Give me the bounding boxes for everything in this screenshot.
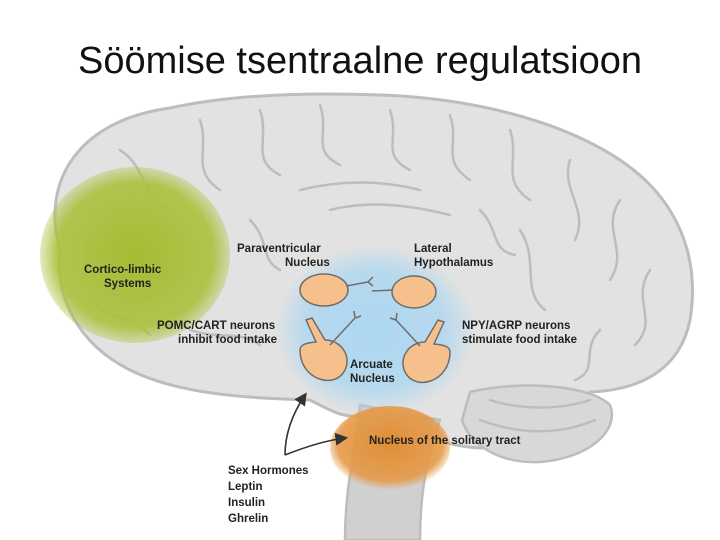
label-solitary-tract: Nucleus of the solitary tract [369, 435, 521, 447]
label-cortico-limbic-2: Systems [104, 278, 151, 290]
label-cortico-limbic-1: Cortico-limbic [84, 264, 162, 276]
cortico-limbic-region [40, 167, 230, 343]
label-pomc-1: POMC/CART neurons [157, 320, 275, 332]
neurons [299, 273, 451, 383]
label-lateral-hypothalamus-1: Lateral [414, 243, 452, 255]
label-npy-1: NPY/AGRP neurons [462, 320, 570, 332]
label-insulin: Insulin [228, 497, 265, 509]
paraventricular-neuron [299, 273, 349, 307]
slide-title: Söömise tsentraalne regulatsioon [77, 40, 642, 82]
npy-neuron [402, 319, 451, 383]
label-lateral-hypothalamus-2: Hypothalamus [414, 257, 493, 269]
label-leptin: Leptin [228, 481, 263, 493]
lateral-hypothalamus-neuron [391, 275, 437, 309]
label-sex-hormones: Sex Hormones [228, 465, 309, 477]
label-arcuate-1: Arcuate [350, 359, 393, 371]
label-npy-2: stimulate food intake [462, 334, 577, 346]
solitary-tract-region [330, 406, 450, 490]
pomc-neuron [299, 317, 348, 381]
label-ghrelin: Ghrelin [228, 513, 268, 525]
label-pomc-2: inhibit food intake [178, 334, 277, 346]
label-paraventricular-1: Paraventricular [237, 243, 321, 255]
signal-arrows [284, 392, 349, 456]
label-arcuate-2: Nucleus [350, 373, 395, 385]
label-paraventricular-2: Nucleus [285, 257, 330, 269]
hypothalamus-region [275, 245, 475, 415]
